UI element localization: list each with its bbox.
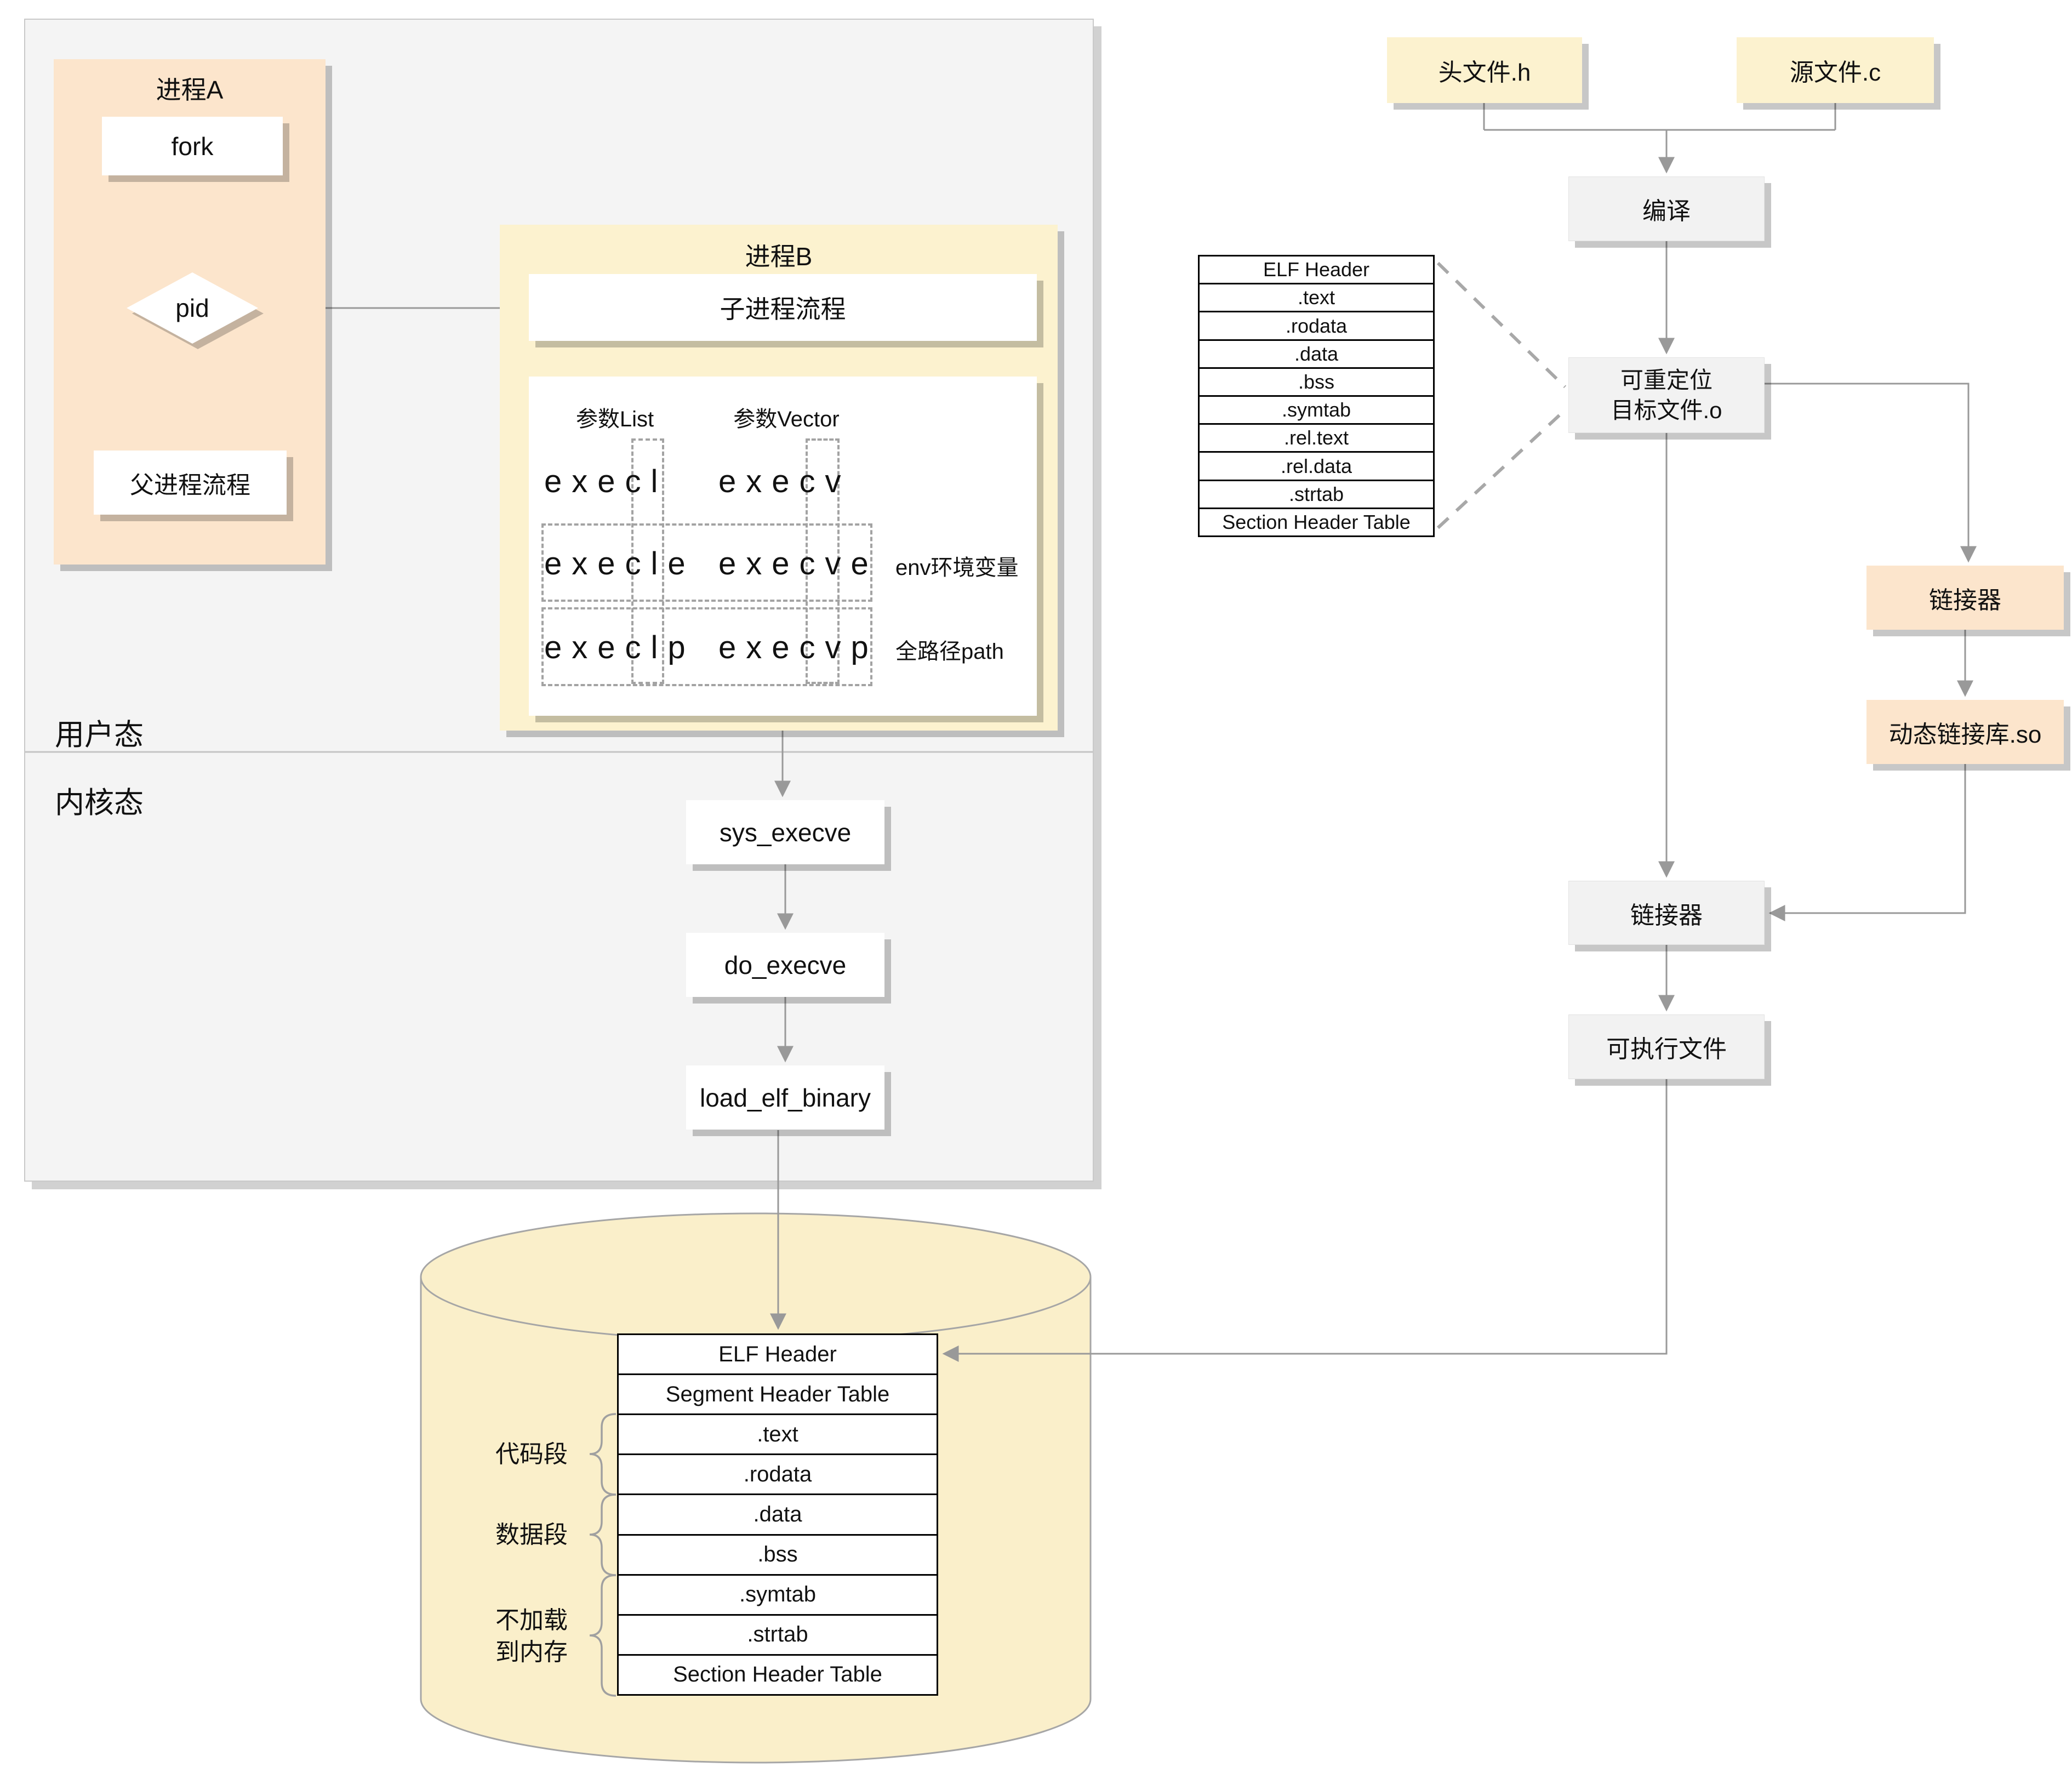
child-flow-box: 子进程流程 — [529, 274, 1037, 341]
elf-row: .rodata — [619, 1455, 937, 1496]
executable-box: 可执行文件 — [1568, 1014, 1765, 1079]
relocatable-line1: 可重定位 — [1620, 367, 1713, 393]
elf-row: Segment Header Table — [619, 1375, 937, 1416]
process-b-title: 进程B — [745, 242, 813, 271]
section-row: .rodata — [1200, 312, 1433, 341]
object-file-sections-table: ELF Header .text .rodata .data .bss .sym… — [1198, 255, 1435, 537]
source-file-box: 源文件.c — [1737, 37, 1934, 103]
relocatable-object-box: 可重定位 目标文件.o — [1568, 357, 1765, 433]
section-row: .rel.text — [1200, 425, 1433, 453]
load-elf-binary-box: load_elf_binary — [686, 1065, 884, 1130]
sys-execve-box: sys_execve — [686, 800, 884, 864]
main-linker-box: 链接器 — [1568, 881, 1765, 945]
section-row: .symtab — [1200, 397, 1433, 425]
elf-row: .bss — [619, 1536, 937, 1576]
not-loaded-label: 不加载 到内存 — [477, 1605, 586, 1668]
pid-label: pid — [127, 272, 258, 344]
execl-label: execl — [544, 464, 668, 499]
flow-arrows — [184, 103, 1977, 1362]
section-row: ELF Header — [1200, 256, 1433, 285]
section-row: .bss — [1200, 369, 1433, 397]
pid-decision-diamond: pid — [127, 272, 258, 344]
section-row: .rel.data — [1200, 453, 1433, 481]
elf-row: .data — [619, 1495, 937, 1536]
section-row: .strtab — [1200, 481, 1433, 509]
executable-elf-layout-table: ELF Header Segment Header Table .text .r… — [617, 1333, 938, 1696]
execvp-label: execvp — [718, 630, 878, 665]
compile-box: 编译 — [1568, 176, 1765, 241]
exec-env-row-box — [541, 523, 872, 602]
do-execve-box: do_execve — [686, 933, 884, 997]
execve-label: execve — [718, 546, 878, 582]
elf-row: .strtab — [619, 1616, 937, 1656]
relocatable-line2: 目标文件.o — [1611, 397, 1722, 423]
data-segment-label: 数据段 — [495, 1521, 568, 1548]
execle-label: execle — [544, 546, 695, 582]
kernel-mode-label: 内核态 — [55, 786, 144, 819]
section-detail-dashed-lines — [1436, 261, 1567, 529]
exec-variants-box — [529, 377, 1037, 716]
param-list-header: 参数List — [575, 407, 654, 431]
section-row: .text — [1200, 284, 1433, 313]
user-mode-label: 用户态 — [55, 719, 144, 751]
elf-row: ELF Header — [619, 1335, 937, 1376]
env-annotation: env环境变量 — [895, 556, 1019, 580]
parent-flow-box: 父进程流程 — [94, 451, 287, 515]
dynamic-linker-box: 链接器 — [1866, 566, 2064, 630]
path-annotation: 全路径path — [895, 640, 1004, 664]
process-a-title: 进程A — [156, 76, 224, 104]
dynamic-lib-box: 动态链接库.so — [1866, 700, 2064, 764]
segment-braces — [589, 1413, 617, 1697]
elf-row: Section Header Table — [673, 1662, 882, 1687]
exec-vector-suffix-column — [806, 438, 840, 684]
code-segment-label: 代码段 — [495, 1441, 568, 1468]
not-loaded-line2: 到内存 — [495, 1639, 568, 1666]
not-loaded-line1: 不加载 — [495, 1607, 568, 1634]
exec-list-suffix-column — [631, 438, 664, 684]
param-vector-header: 参数Vector — [733, 407, 840, 431]
section-row: .data — [1200, 341, 1433, 369]
elf-row: .text — [619, 1415, 937, 1456]
fork-box: fork — [102, 117, 283, 175]
section-row: Section Header Table — [1222, 510, 1411, 533]
header-file-box: 头文件.h — [1387, 37, 1582, 103]
execlp-label: execlp — [544, 630, 695, 665]
elf-row: .symtab — [619, 1576, 937, 1616]
execv-label: execv — [718, 464, 851, 499]
exec-path-row-box — [541, 607, 872, 686]
